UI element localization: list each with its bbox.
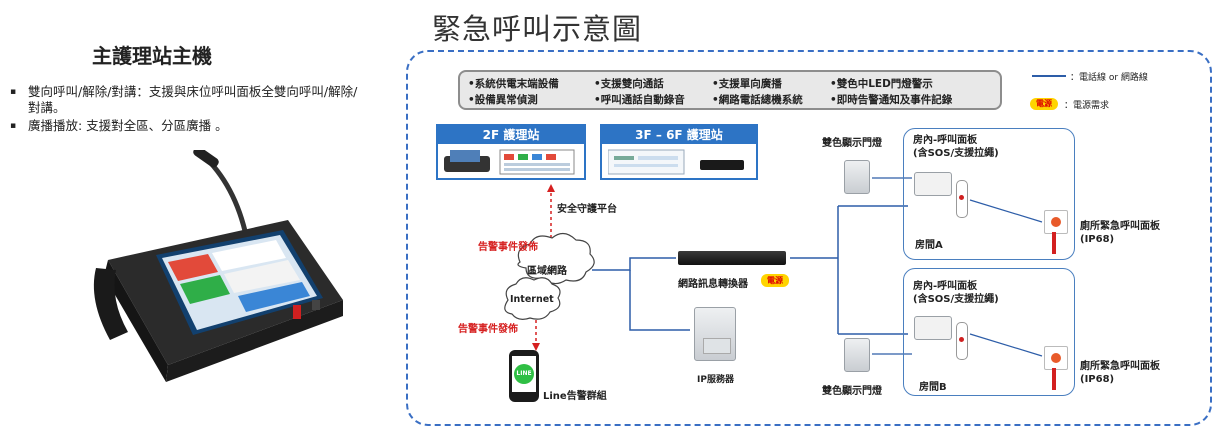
alarm-label-top: 告警事件發佈 <box>478 242 538 253</box>
converter-device <box>678 251 786 265</box>
host-feature-bullet: 廣播播放: 支援對全區、分區廣播 。 <box>8 118 368 134</box>
station-2f-label: 2F 護理站 <box>438 126 584 144</box>
lan-label: 區域網路 <box>527 266 567 277</box>
panel-b-pullcord <box>956 322 968 360</box>
diagram-frame <box>406 50 1212 426</box>
line-group-label: Line告警群組 <box>543 391 607 402</box>
feature-item: •網路電話總機系統 <box>712 94 803 106</box>
host-device-image <box>93 150 343 382</box>
diagram-title: 緊急呼叫示意圖 <box>432 12 643 46</box>
toilet-a-label: 廁所緊急呼叫面板 (IP68) <box>1080 221 1160 245</box>
room-b-label: 房間B <box>919 382 947 393</box>
phone-screen: LINE <box>512 356 536 392</box>
door-light-bottom <box>844 338 870 372</box>
panel-b-device <box>914 316 952 340</box>
feature-item: •雙色中LED門燈警示 <box>830 78 933 90</box>
panel-a-device <box>914 172 952 196</box>
feature-box: •系統供電末端設備 •支援雙向通話 •支援單向廣播 •雙色中LED門燈警示 •設… <box>458 70 1002 110</box>
feature-item: •即時告警通知及事件記錄 <box>830 94 953 106</box>
station-3f-6f-devices <box>608 149 744 175</box>
ip-server-ports <box>703 338 731 354</box>
legend-power-badge: 電源 <box>1030 98 1058 110</box>
toilet-a-cord <box>1052 232 1056 254</box>
feature-item: •支援雙向通話 <box>594 78 664 90</box>
door-light-label-top: 雙色顯示門燈 <box>822 138 882 149</box>
converter-label: 網路訊息轉換器 <box>678 279 748 290</box>
panel-a-label: 房內-呼叫面板 (含SOS/支援拉繩) <box>913 135 999 159</box>
toilet-b-label: 廁所緊急呼叫面板 (IP68) <box>1080 361 1160 385</box>
legend-line-swatch <box>1032 75 1066 77</box>
room-b <box>903 268 1075 396</box>
panel-b-label: 房內-呼叫面板 (含SOS/支援拉繩) <box>913 281 999 305</box>
station-2f-devices <box>444 149 575 175</box>
alarm-label-bottom: 告警事件發佈 <box>458 324 518 335</box>
station-3f-6f-label: 3F – 6F 護理站 <box>602 126 756 144</box>
room-a <box>903 128 1075 260</box>
toilet-panel-a <box>1044 210 1068 234</box>
host-feature-bullet: 雙向呼叫/解除/對講：支援與床位呼叫面板全雙向呼叫/解除/對講。 <box>8 84 368 116</box>
toilet-panel-b-button <box>1051 353 1061 363</box>
toilet-panel-a-button <box>1051 217 1061 227</box>
host-title: 主護理站主機 <box>92 44 212 68</box>
host-feature-list: 雙向呼叫/解除/對講：支援與床位呼叫面板全雙向呼叫/解除/對講。 廣播播放: 支… <box>8 84 368 136</box>
platform-label: 安全守護平台 <box>557 204 617 215</box>
feature-item: •設備異常偵測 <box>468 94 538 106</box>
station-3f-6f: 3F – 6F 護理站 <box>600 124 758 180</box>
legend-line-label: ：電話線 or 網路線 <box>1070 73 1148 83</box>
converter-power-badge: 電源 <box>761 274 789 287</box>
line-app-icon: LINE <box>514 364 534 384</box>
door-light-label-bottom: 雙色顯示門燈 <box>822 386 882 397</box>
internet-label: Internet <box>510 294 554 305</box>
station-2f: 2F 護理站 <box>436 124 586 180</box>
door-light-top <box>844 160 870 194</box>
toilet-panel-b <box>1044 346 1068 370</box>
toilet-b-cord <box>1052 368 1056 390</box>
sos-button-icon <box>959 195 964 200</box>
legend-power-label: ：電源需求 <box>1064 101 1110 111</box>
panel-a-pullcord <box>956 180 968 218</box>
ip-server-device <box>694 307 736 361</box>
room-a-label: 房間A <box>915 240 943 251</box>
feature-item: •支援單向廣播 <box>712 78 782 90</box>
sos-button-icon <box>959 337 964 342</box>
ip-server-label: IP服務器 <box>697 375 734 385</box>
feature-item: •呼叫通話自動錄音 <box>594 94 685 106</box>
feature-item: •系統供電末端設備 <box>468 78 559 90</box>
phone-icon: LINE <box>509 350 539 402</box>
